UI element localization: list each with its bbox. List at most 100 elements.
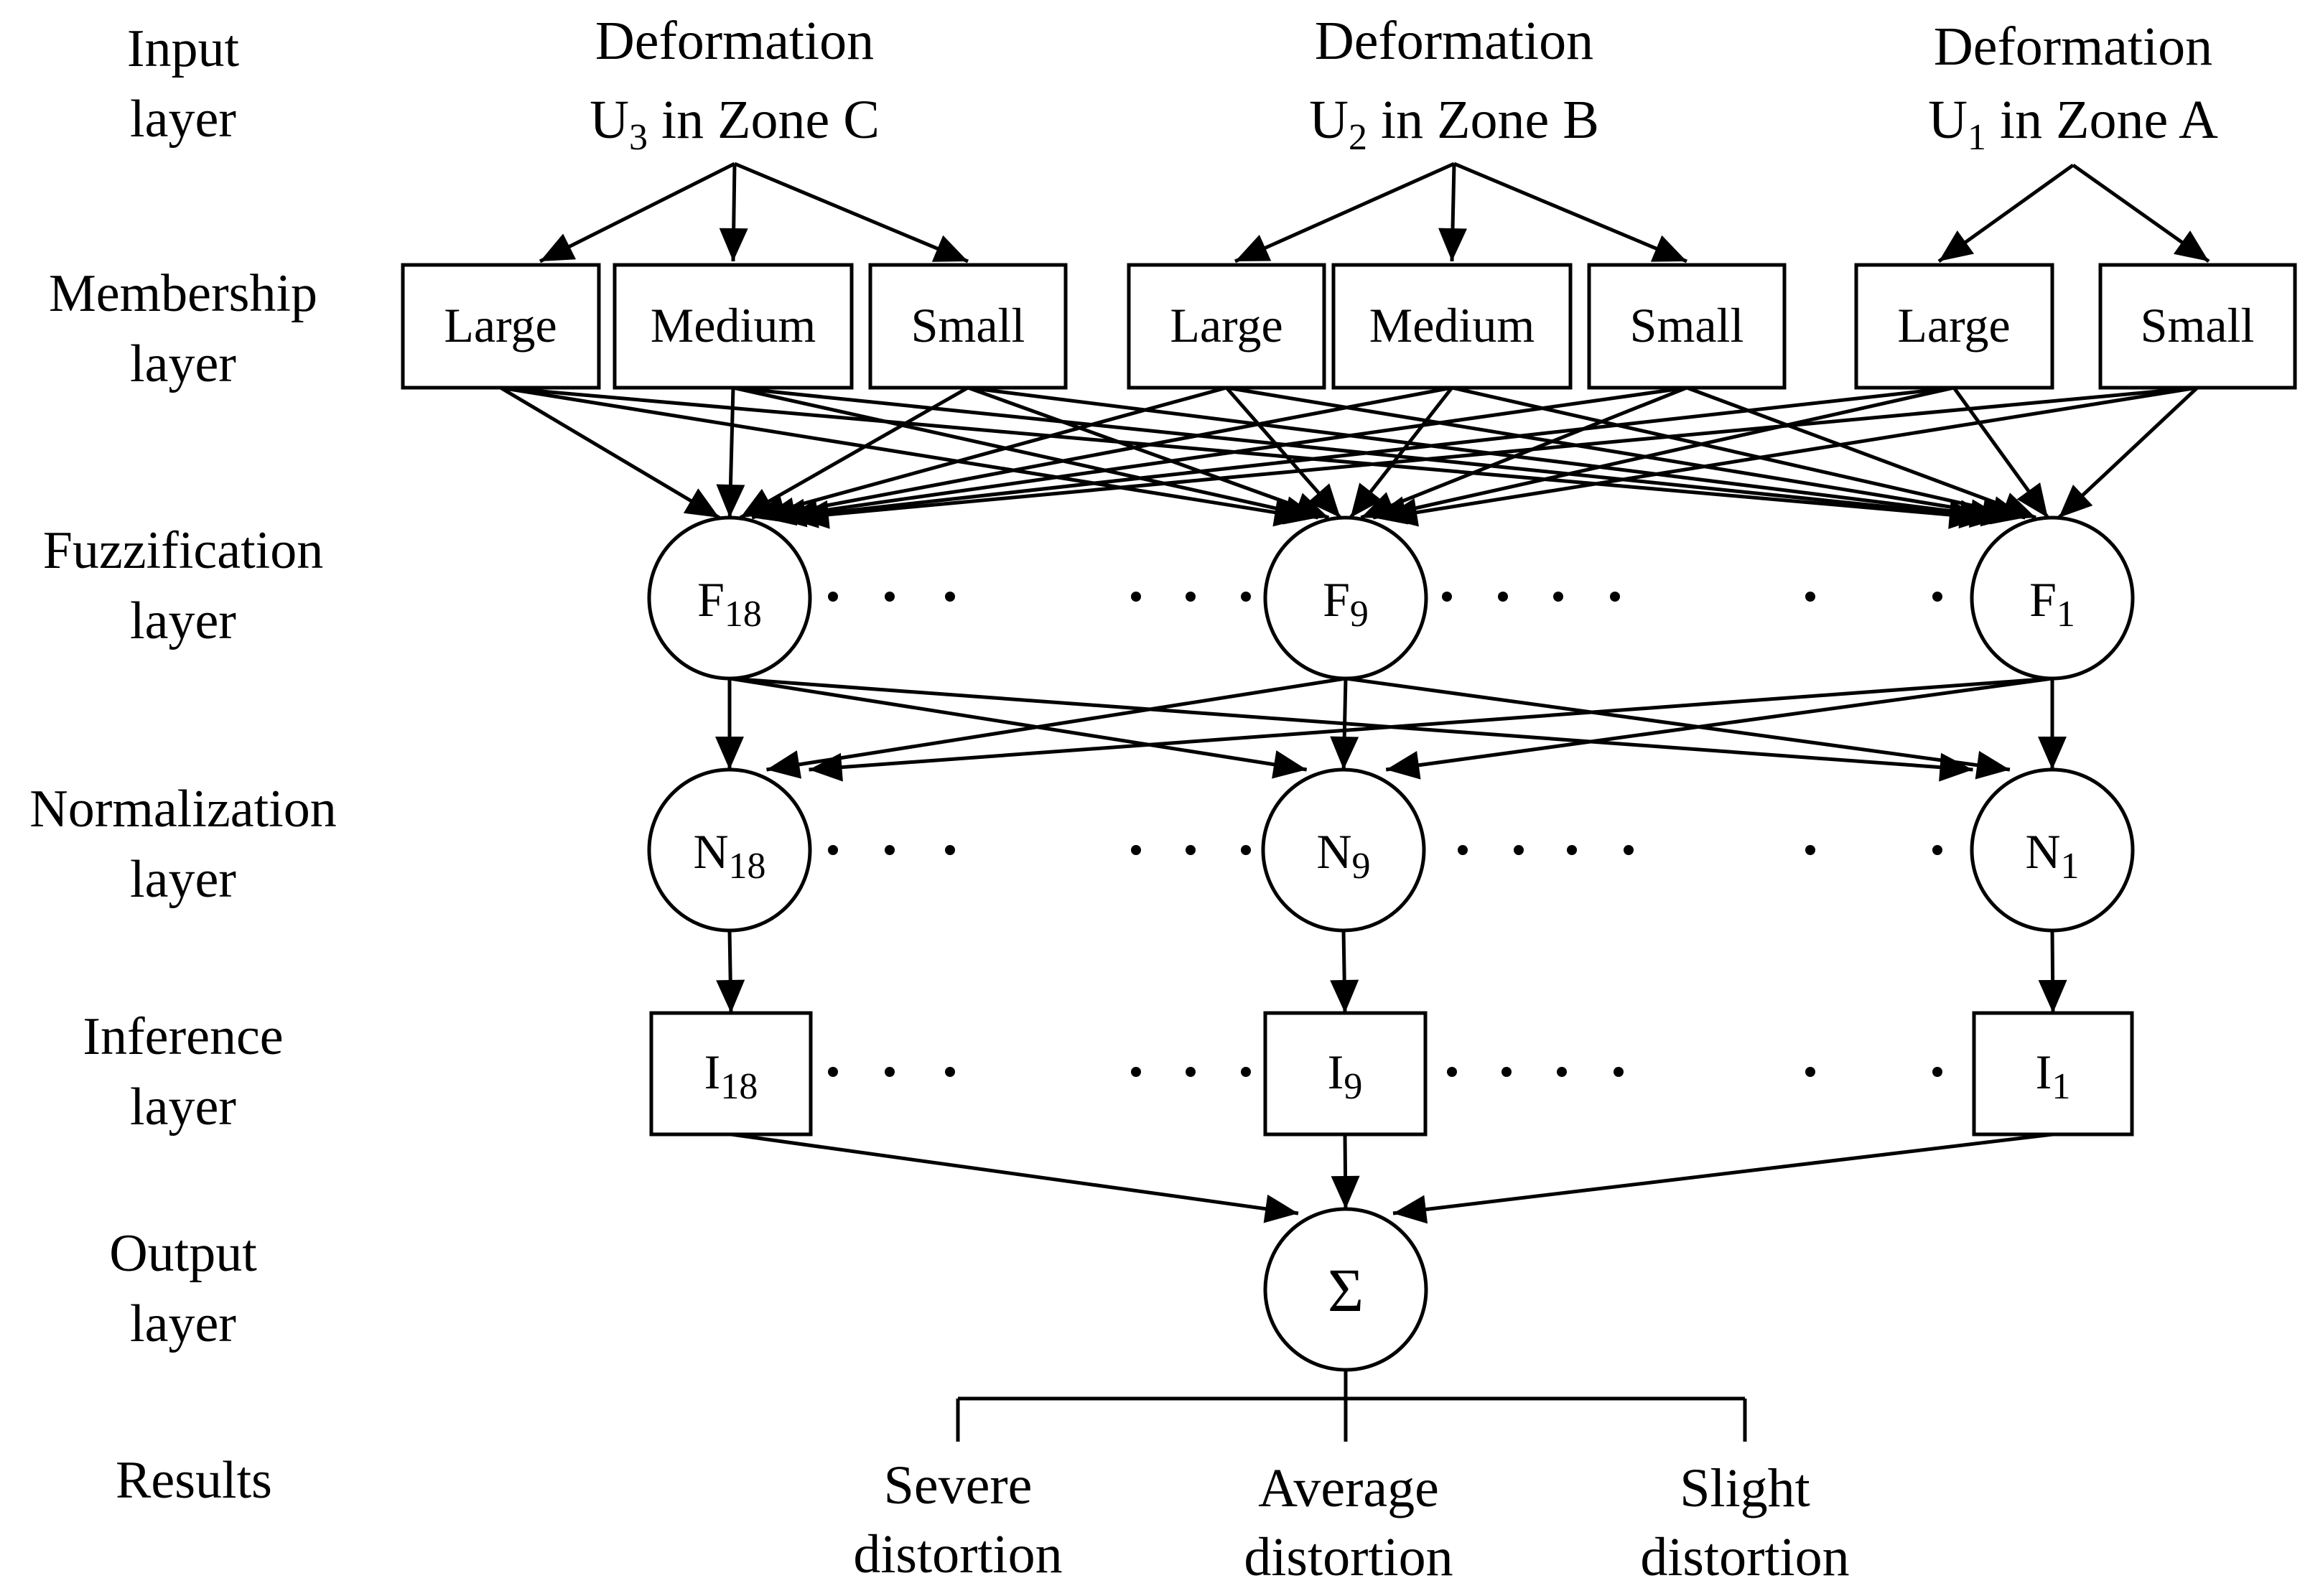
ellipsis-dot [1458, 845, 1468, 855]
ellipsis-dot [1553, 592, 1563, 602]
arrowhead-icon [1272, 750, 1307, 779]
ellipsis-dot [1131, 1067, 1141, 1077]
ellipsis-dot [1501, 1067, 1512, 1077]
fuzzification-nodes: F18 F9 F1 [647, 515, 2135, 681]
layer-label-inference-1: Inference [83, 1007, 283, 1066]
fuzzification-to-normalization-arrow [1345, 676, 2011, 772]
input-title: Deformation [1934, 17, 2212, 77]
arrowhead-icon [1330, 736, 1359, 770]
svg-text:Large: Large [1897, 298, 2010, 353]
layer-label-results: Results [116, 1451, 272, 1510]
arrowhead-icon [795, 500, 830, 529]
input-variable: U1 in Zone A [1928, 90, 2218, 158]
connection-lines [499, 162, 2210, 1442]
ellipsis-dot [1514, 845, 1524, 855]
normalization-nodes: N18 N9 N1 [647, 767, 2135, 933]
arrowhead-icon [2059, 484, 2093, 518]
arrowhead-icon [2016, 482, 2048, 518]
arrowhead-icon [716, 979, 745, 1013]
ellipsis-dot [945, 1067, 955, 1077]
membership-a-large: Large [1854, 263, 2054, 390]
arrowhead-icon [1263, 1194, 1298, 1223]
ellipsis-dot [1567, 845, 1577, 855]
layer-label-output-1: Output [109, 1224, 257, 1283]
arrowhead-icon [1650, 235, 1687, 262]
ellipsis-dot [1624, 845, 1634, 855]
results: Severe distortion Average distortion Sli… [853, 1455, 1849, 1587]
svg-text:F9: F9 [1323, 572, 1369, 635]
ellipsis-dot [1498, 592, 1508, 602]
input-zone-c: Deformation U3 in Zone C [590, 11, 880, 158]
input-variable: U3 in Zone C [590, 90, 880, 158]
membership-to-fuzzification-arrow [500, 386, 1308, 520]
input-title: Deformation [1315, 11, 1593, 71]
arrowhead-icon [1975, 750, 2010, 780]
input-to-membership-arrow [539, 162, 736, 263]
ellipsis-dot [1447, 1067, 1457, 1077]
membership-nodes: Large Medium Small Large Medium Small La… [401, 263, 2297, 390]
membership-to-fuzzification-arrow [761, 386, 1453, 520]
arrowhead-icon [766, 750, 802, 779]
inference-node-18: I18 [649, 1011, 813, 1137]
fuzzification-to-normalization-arrow [729, 676, 1973, 772]
fuzzification-to-normalization-arrow [729, 676, 1308, 772]
membership-to-fuzzification-arrow [732, 386, 1319, 520]
ellipsis-dot [1805, 592, 1815, 602]
svg-text:Small: Small [1630, 298, 1744, 353]
ellipsis-dot [1131, 845, 1141, 855]
membership-b-medium: Medium [1331, 263, 1573, 390]
result-slight-2: distortion [1640, 1527, 1849, 1587]
fuzzification-to-normalization-arrow [766, 676, 1346, 772]
inference-to-output-arrow [730, 1132, 1299, 1215]
arrowhead-icon [1331, 1175, 1360, 1209]
ellipsis-dot [1805, 845, 1815, 855]
input-to-membership-arrow [734, 162, 969, 263]
arrowhead-icon [716, 484, 745, 518]
layer-label-fuzzification-2: layer [130, 592, 236, 650]
ellipsis-dot [1241, 845, 1251, 855]
arrowhead-icon [683, 488, 720, 518]
ellipsis-dot [1442, 592, 1452, 602]
membership-to-fuzzification-arrow [1372, 386, 1955, 520]
arrowhead-icon [715, 737, 744, 770]
svg-text:I1: I1 [2036, 1045, 2071, 1107]
ellipsis-dot [1932, 1067, 1942, 1077]
membership-to-fuzzification-arrow [967, 386, 1330, 520]
ellipsis-dot [1614, 1067, 1624, 1077]
result-severe-1: Severe [884, 1455, 1033, 1516]
arrowhead-icon [1350, 482, 1382, 518]
arrowhead-icon [1939, 230, 1975, 261]
input-title: Deformation [595, 11, 874, 71]
input-variable: U2 in Zone B [1309, 90, 1599, 158]
output-node: Σ [1263, 1207, 1428, 1372]
input-zone-b: Deformation U2 in Zone B [1309, 11, 1599, 158]
arrowhead-icon [1330, 979, 1359, 1013]
svg-text:F1: F1 [2029, 572, 2075, 635]
ellipsis-dot [885, 1067, 895, 1077]
layer-label-input-2: layer [130, 90, 236, 149]
arrowhead-icon [719, 228, 748, 261]
svg-text:Medium: Medium [651, 298, 816, 353]
normalization-node-18: N18 [647, 767, 812, 933]
result-average-1: Average [1258, 1458, 1439, 1518]
layer-label-membership-2: layer [130, 335, 236, 393]
ellipsis-dot [1557, 1067, 1567, 1077]
ellipsis-dot [1131, 592, 1141, 602]
sigma-symbol: Σ [1328, 1256, 1364, 1325]
layer-label-normalization-2: layer [130, 850, 236, 909]
fuzzification-node-18: F18 [647, 515, 812, 681]
inference-node-1: I1 [1972, 1011, 2134, 1137]
layer-label-inference-2: layer [130, 1078, 236, 1137]
fuzzification-node-1: F1 [1970, 515, 2135, 681]
arrowhead-icon [809, 752, 843, 782]
svg-text:N1: N1 [2025, 824, 2079, 887]
ellipsis-dot [945, 845, 955, 855]
arrowhead-icon [931, 235, 968, 262]
ellipsis-dot [1186, 1067, 1196, 1077]
fuzzification-node-9: F9 [1263, 515, 1428, 681]
svg-text:Small: Small [2141, 298, 2255, 353]
svg-text:N9: N9 [1316, 824, 1370, 887]
membership-to-fuzzification-arrow [739, 386, 969, 520]
arrowhead-icon [1235, 235, 1272, 261]
